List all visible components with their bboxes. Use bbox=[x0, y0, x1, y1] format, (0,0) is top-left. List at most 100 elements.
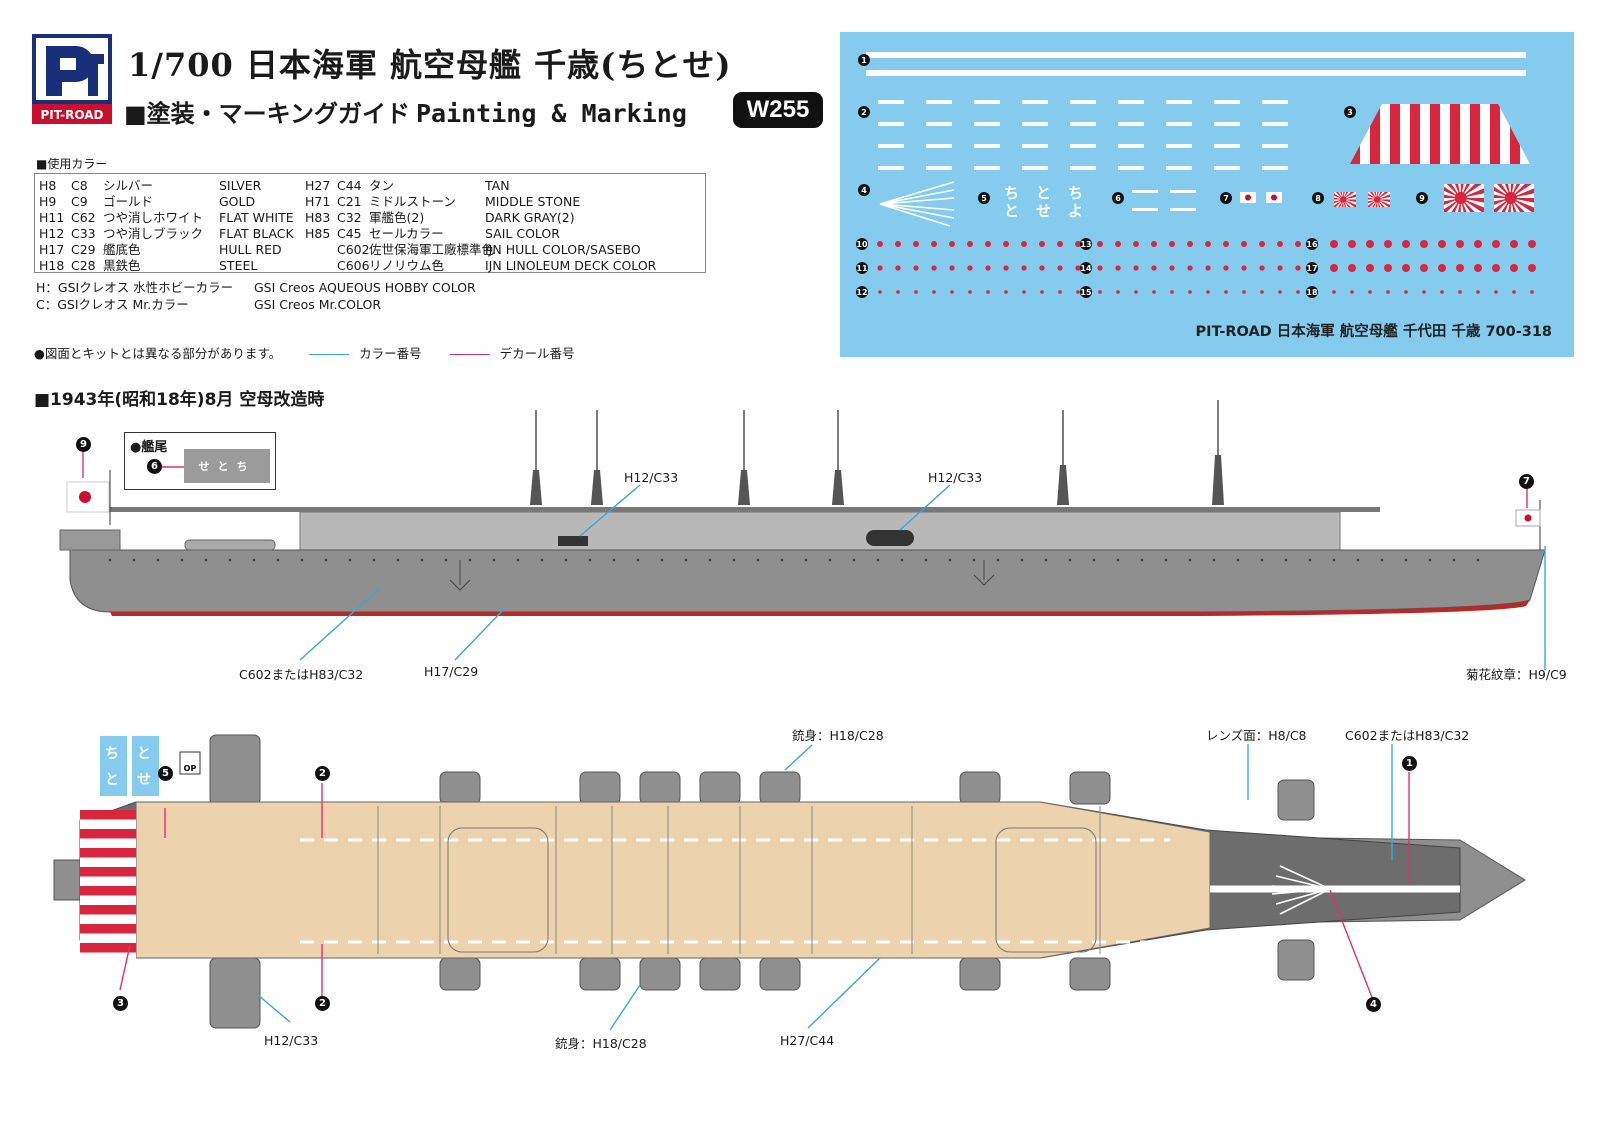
gun-sponson bbox=[759, 957, 801, 991]
top-marker-3: 3 bbox=[113, 996, 128, 1011]
decal-dot bbox=[1530, 290, 1534, 294]
stern-stripe bbox=[80, 876, 136, 886]
decal-number-13: 13 bbox=[1080, 238, 1092, 250]
porthole bbox=[108, 558, 112, 562]
decal-dash bbox=[1118, 144, 1144, 148]
decal-dot bbox=[1512, 290, 1516, 294]
color-jp: つや消しブラック bbox=[103, 226, 204, 241]
porthole bbox=[804, 558, 808, 562]
callout-bottom-color: H17/C29 bbox=[424, 664, 479, 679]
decal-3-stern-stripes bbox=[1350, 104, 1530, 164]
decal-dot bbox=[1510, 240, 1518, 248]
decal-number-4: 4 bbox=[858, 184, 870, 196]
decal-dot bbox=[1040, 290, 1044, 294]
porthole bbox=[1428, 558, 1432, 562]
decal-number-9: 9 bbox=[1416, 192, 1428, 204]
decal-stripe bbox=[1360, 104, 1370, 164]
decal-dot bbox=[1528, 264, 1536, 272]
decal-number-1: 1 bbox=[858, 54, 870, 66]
stern-red-stripes bbox=[80, 810, 136, 962]
porthole bbox=[492, 558, 496, 562]
callout-crest-color: 菊花紋章：H9/C9 bbox=[1466, 667, 1567, 682]
decal-dot bbox=[1456, 240, 1464, 248]
decal-stripe bbox=[1400, 104, 1410, 164]
porthole bbox=[948, 558, 952, 562]
top-color-callout-lines bbox=[257, 744, 1393, 1031]
decal-dash bbox=[1070, 166, 1096, 170]
decal-dot bbox=[1076, 290, 1080, 294]
color-h: H83 bbox=[305, 210, 331, 225]
stern-stripe bbox=[80, 905, 136, 915]
color-c: C8 bbox=[71, 178, 88, 193]
page-title: 1/700 日本海軍 航空母艦 千歳(ちとせ) bbox=[128, 46, 732, 84]
svg-text:OP: OP bbox=[184, 764, 197, 773]
decal-dot bbox=[1277, 265, 1283, 271]
color-h: H8 bbox=[39, 178, 57, 193]
decal-dot bbox=[1205, 241, 1211, 247]
color-h: H9 bbox=[39, 194, 57, 209]
decal-dot bbox=[1021, 265, 1027, 271]
gun-sponson bbox=[579, 957, 621, 991]
porthole bbox=[1332, 558, 1336, 562]
porthole bbox=[1476, 558, 1480, 562]
kana-stamp: ち と と せ bbox=[100, 736, 159, 796]
decal-dot bbox=[1241, 241, 1247, 247]
porthole bbox=[588, 558, 592, 562]
decal-dot bbox=[1420, 240, 1428, 248]
stern-stripe bbox=[80, 848, 136, 858]
decal-number-14: 14 bbox=[1080, 262, 1092, 274]
decal-dash bbox=[1214, 122, 1240, 126]
porthole bbox=[1044, 558, 1048, 562]
color-c: C28 bbox=[71, 258, 96, 273]
stern-stripe bbox=[80, 943, 136, 953]
decal-6-plates bbox=[1132, 190, 1196, 211]
porthole bbox=[636, 558, 640, 562]
decal-dot bbox=[986, 290, 990, 294]
decal-dot bbox=[1384, 264, 1392, 272]
callout-gun-barrel-bottom: 銃身：H18/C28 bbox=[555, 1036, 647, 1051]
decal-number-17: 17 bbox=[1306, 262, 1318, 274]
decal-dot bbox=[1422, 290, 1426, 294]
decal-dot bbox=[1151, 241, 1157, 247]
decal-stripe bbox=[1490, 104, 1500, 164]
color-c: C21 bbox=[337, 194, 362, 209]
decal-dash bbox=[1118, 100, 1144, 104]
decal-dot bbox=[1348, 264, 1356, 272]
decal-dot bbox=[1278, 290, 1282, 294]
decal-stripe bbox=[1460, 104, 1470, 164]
porthole bbox=[132, 558, 136, 562]
callout-lens: レンズ面：H8/C8 bbox=[1206, 728, 1307, 743]
decal-dot bbox=[1366, 264, 1374, 272]
color-en: MIDDLE STONE bbox=[485, 194, 581, 209]
decal-1-stripe bbox=[866, 70, 1526, 76]
gun-sponson bbox=[439, 771, 481, 805]
decal-dot bbox=[877, 265, 883, 271]
decal-dot bbox=[1492, 240, 1500, 248]
note-en: GSI Creos Mr.COLOR bbox=[254, 297, 382, 312]
callout-h12-c33-a: H12/C33 bbox=[624, 470, 679, 485]
decal-dash bbox=[1262, 144, 1288, 148]
decal-number-5: 5 bbox=[978, 192, 990, 204]
decal-stripe bbox=[1420, 104, 1430, 164]
decal-stripe bbox=[1430, 104, 1440, 164]
gun-sponson bbox=[959, 771, 1001, 805]
color-en: TAN bbox=[485, 178, 510, 193]
porthole bbox=[684, 558, 688, 562]
decal-dot bbox=[1152, 290, 1156, 294]
kit-code-badge: W255 bbox=[733, 92, 823, 128]
decal-dot bbox=[1205, 265, 1211, 271]
gun-sponson bbox=[1277, 779, 1315, 821]
decal-stripe bbox=[1380, 104, 1390, 164]
decal-number-10: 10 bbox=[856, 238, 868, 250]
decal-dot bbox=[1330, 264, 1338, 272]
decal-stripe bbox=[1520, 104, 1530, 164]
decal-stripe bbox=[1410, 104, 1420, 164]
decal-dot bbox=[1169, 265, 1175, 271]
color-en: FLAT BLACK bbox=[219, 226, 294, 241]
top-marker-2b: 2 bbox=[315, 996, 330, 1011]
